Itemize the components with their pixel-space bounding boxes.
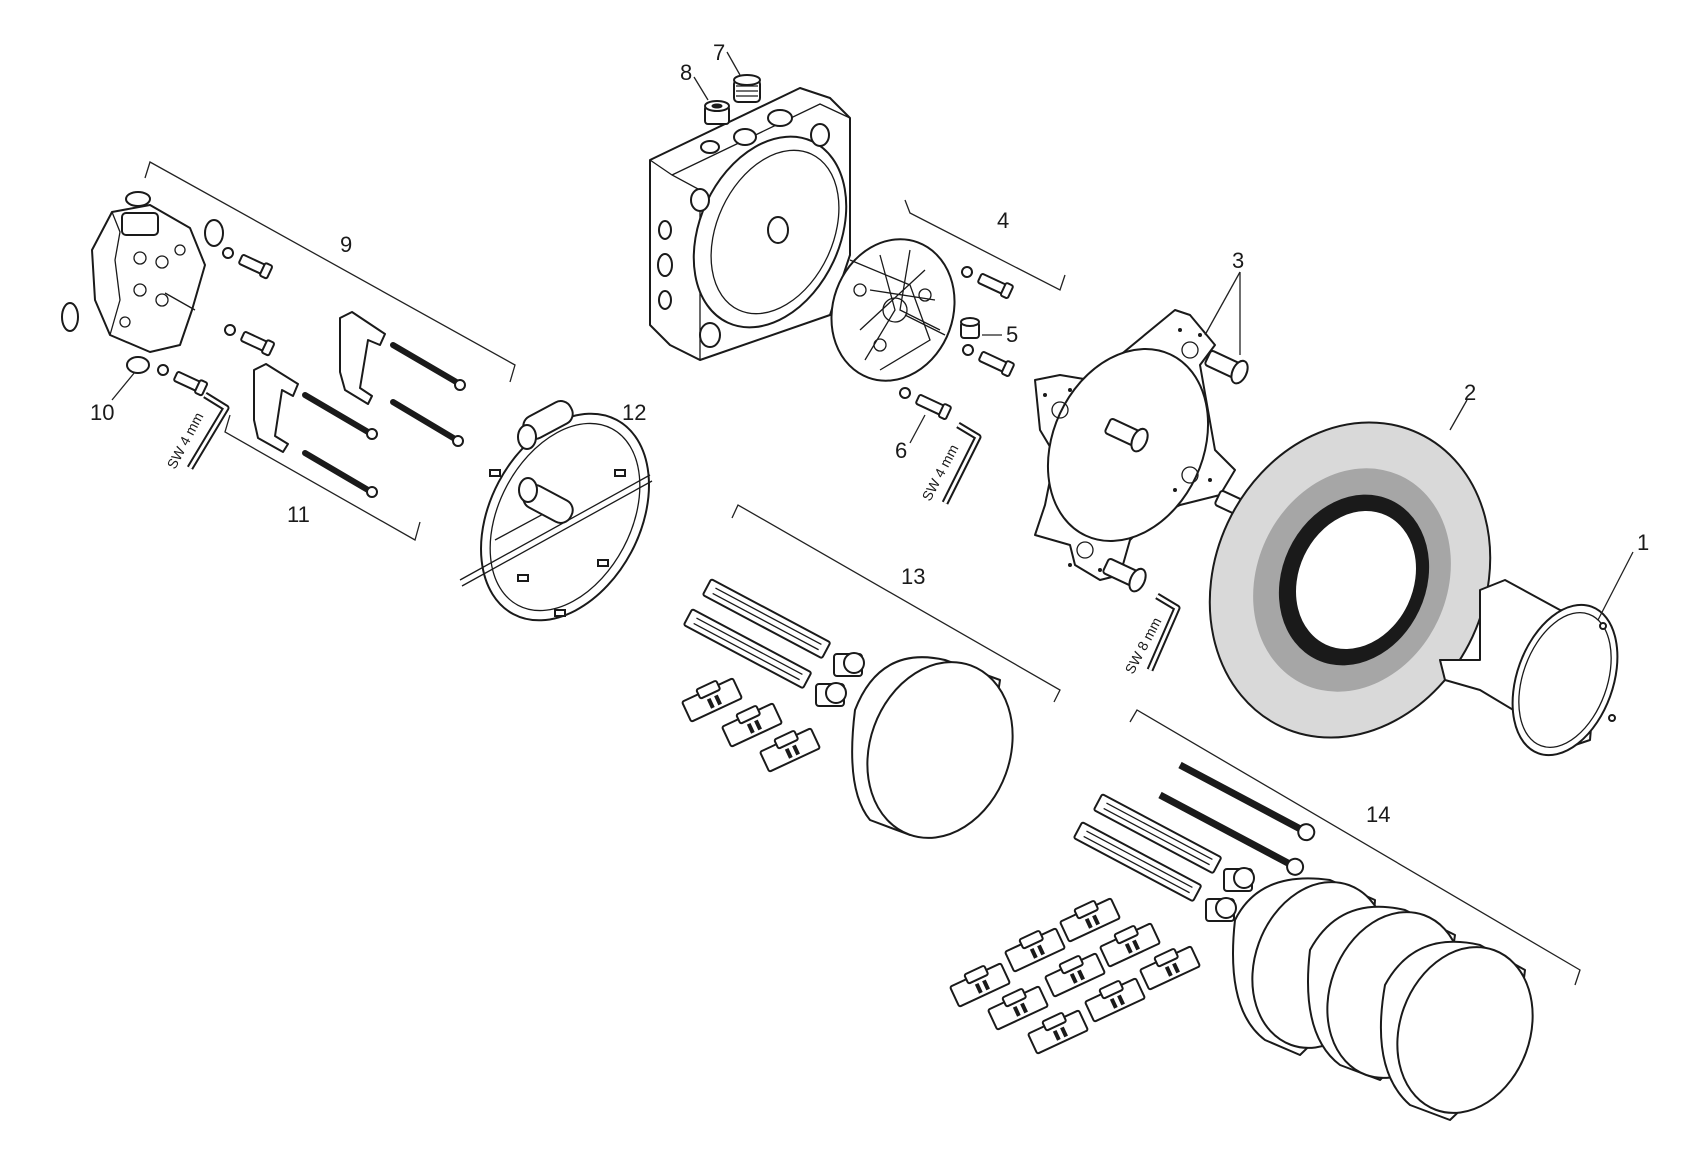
main-housing <box>649 87 851 361</box>
tool-label-middle: SW 4 mm <box>919 442 962 504</box>
part-2-seal-disc <box>1208 421 1492 739</box>
part-3-anchors <box>1102 350 1259 593</box>
part-number-12: 12 <box>622 400 646 425</box>
part-8-cap <box>704 100 730 125</box>
part-3-mounting-plate <box>1034 309 1236 581</box>
part-number-4: 4 <box>997 208 1009 233</box>
part-number-8: 8 <box>680 60 692 85</box>
part-4-screws <box>899 266 1015 420</box>
part-13-extension-set <box>681 578 1014 839</box>
hex-key-right <box>1146 592 1181 672</box>
group-brackets <box>144 161 1581 986</box>
hex-key-middle <box>941 421 982 505</box>
part-number-5: 5 <box>1006 322 1018 347</box>
part-14-sleeves <box>1232 877 1534 1121</box>
part-number-9: 9 <box>340 232 352 257</box>
tool-label-left: SW 4 mm <box>164 410 207 472</box>
tool-labels: SW 4 mm SW 4 mm SW 8 mm <box>164 410 1165 677</box>
part-number-7: 7 <box>713 40 725 65</box>
part-9-valve-body <box>61 191 224 374</box>
part-number-10: 10 <box>90 400 114 425</box>
part-4-cartridge <box>830 238 956 382</box>
part-14-clips <box>949 897 1201 1055</box>
part-number-13: 13 <box>901 564 925 589</box>
part-number-1: 1 <box>1637 530 1649 555</box>
part-number-6: 6 <box>895 438 907 463</box>
part-7-nipple <box>733 74 761 103</box>
part-14-extension-set <box>949 761 1534 1121</box>
part-9-screws <box>157 247 275 397</box>
part-1-sleeve <box>1439 579 1619 757</box>
part-number-3: 3 <box>1232 248 1244 273</box>
part-5-nut <box>960 317 980 339</box>
hex-key-left <box>186 392 230 470</box>
part-number-labels: 1 2 3 4 5 6 7 8 9 10 11 12 13 14 <box>90 40 1649 827</box>
part-11-clips-and-rods <box>253 311 466 498</box>
part-number-11: 11 <box>287 502 310 527</box>
leader-lines <box>111 51 1634 621</box>
part-number-14: 14 <box>1366 802 1390 827</box>
part-12-mounting-ring <box>459 400 653 622</box>
part-number-2: 2 <box>1464 380 1476 405</box>
